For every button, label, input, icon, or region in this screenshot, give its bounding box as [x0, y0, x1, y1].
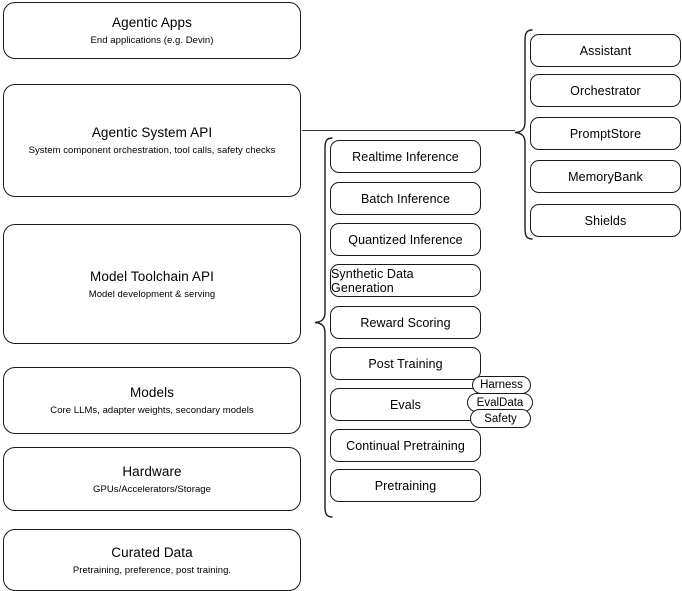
layer-box-curated-data[interactable]: Curated Data Pretraining, preference, po…: [3, 529, 301, 591]
layer-box-model-toolchain-api[interactable]: Model Toolchain API Model development & …: [3, 224, 301, 344]
item-label: Continual Pretraining: [346, 438, 465, 453]
toolchain-item-quantized-inference[interactable]: Quantized Inference: [330, 223, 481, 256]
layer-subtitle: Model development & serving: [88, 288, 216, 300]
item-label: Realtime Inference: [352, 149, 459, 164]
item-label: Reward Scoring: [360, 315, 451, 330]
layer-subtitle: Core LLMs, adapter weights, secondary mo…: [50, 405, 254, 416]
tag-label: EvalData: [476, 396, 524, 409]
layer-subtitle: End applications (e.g. Devin): [90, 35, 214, 46]
item-label: Orchestrator: [570, 83, 641, 98]
tag-label: Harness: [480, 379, 523, 391]
layer-title: Agentic Apps: [111, 15, 192, 30]
item-label: Shields: [584, 213, 627, 228]
toolchain-item-realtime-inference[interactable]: Realtime Inference: [330, 140, 481, 173]
layer-box-agentic-system-api[interactable]: Agentic System API System component orch…: [3, 84, 301, 197]
item-label: Assistant: [579, 43, 632, 58]
layer-subtitle: GPUs/Accelerators/Storage: [93, 483, 211, 495]
brace-system-components: [512, 28, 534, 242]
layer-subtitle: Pretraining, preference, post training.: [72, 564, 232, 576]
layer-title: Agentic System API: [91, 125, 213, 140]
toolchain-item-reward-scoring[interactable]: Reward Scoring: [330, 306, 481, 339]
layer-box-models[interactable]: Models Core LLMs, adapter weights, secon…: [3, 367, 301, 434]
layer-title: Hardware: [122, 463, 182, 479]
layer-title: Model Toolchain API: [90, 268, 214, 284]
toolchain-item-continual-pretraining[interactable]: Continual Pretraining: [330, 429, 481, 462]
layer-box-hardware[interactable]: Hardware GPUs/Accelerators/Storage: [3, 447, 301, 511]
layer-box-agentic-apps[interactable]: Agentic Apps End applications (e.g. Devi…: [3, 2, 301, 59]
item-label: Batch Inference: [360, 191, 451, 206]
toolchain-item-evals[interactable]: Evals: [330, 388, 481, 421]
item-label: Quantized Inference: [348, 232, 463, 247]
system-item-orchestrator[interactable]: Orchestrator: [530, 74, 681, 107]
layer-subtitle: System component orchestration, tool cal…: [28, 145, 276, 156]
item-label: Synthetic Data Generation: [331, 266, 414, 295]
item-label: Pretraining: [374, 478, 437, 493]
toolchain-item-post-training[interactable]: Post Training: [330, 347, 481, 380]
system-item-memorybank[interactable]: MemoryBank: [530, 160, 681, 193]
tag-label: Safety: [484, 412, 517, 425]
brace-toolchain-components: [312, 136, 334, 520]
system-item-assistant[interactable]: Assistant: [530, 34, 681, 67]
evals-tag-safety[interactable]: Safety: [470, 409, 531, 428]
item-label: Post Training: [368, 356, 443, 371]
system-item-shields[interactable]: Shields: [530, 204, 681, 237]
toolchain-item-batch-inference[interactable]: Batch Inference: [330, 182, 481, 215]
layer-title: Models: [129, 385, 175, 400]
connector-line-system-api-to-components: [302, 130, 515, 132]
evals-tag-harness[interactable]: Harness: [472, 376, 531, 394]
item-label: Evals: [389, 397, 422, 412]
toolchain-item-synthetic-data-generation[interactable]: Synthetic Data Generation: [330, 264, 481, 297]
item-label: PromptStore: [569, 126, 642, 141]
layer-title: Curated Data: [111, 544, 193, 560]
item-label: MemoryBank: [568, 169, 643, 184]
system-item-promptstore[interactable]: PromptStore: [530, 117, 681, 150]
toolchain-item-pretraining[interactable]: Pretraining: [330, 469, 481, 502]
